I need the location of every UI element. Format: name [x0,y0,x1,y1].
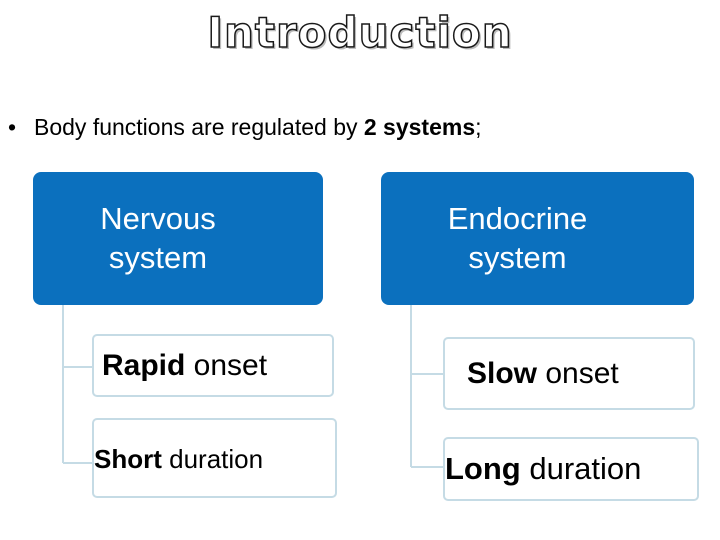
page-title: Introduction [207,7,513,58]
rapid-onset-box: Rapid onset [92,334,334,397]
rapid-onset-bold: Rapid [102,348,186,382]
short-duration-rest: duration [161,444,264,474]
long-duration-box: Long duration [443,437,699,501]
short-duration-bold: Short [94,444,162,474]
long-duration-bold: Long [445,451,521,486]
connector-endocrine [410,305,443,468]
intro-bullet: • Body functions are regulated by 2 syste… [8,114,482,141]
bullet-marker: • [8,114,17,140]
long-duration-rest: duration [520,451,642,486]
nervous-system-box: Nervous system [33,172,323,305]
endocrine-header-line1: Endocrine [447,200,588,236]
endocrine-header-line2: system [468,239,567,275]
nervous-header-line2: system [108,239,208,275]
connector-nervous [62,305,93,464]
short-duration-box: Short duration [92,418,337,498]
bullet-text-prefix: Body functions are regulated by [34,114,364,140]
slow-onset-rest: onset [537,356,619,390]
bullet-text-suffix: ; [475,114,482,140]
slow-onset-bold: Slow [467,356,538,390]
nervous-header-line1: Nervous [100,200,216,236]
endocrine-system-box: Endocrine system [381,172,694,305]
rapid-onset-rest: onset [185,348,268,382]
bullet-text-bold: 2 systems [363,114,476,140]
slow-onset-box: Slow onset [443,337,695,410]
